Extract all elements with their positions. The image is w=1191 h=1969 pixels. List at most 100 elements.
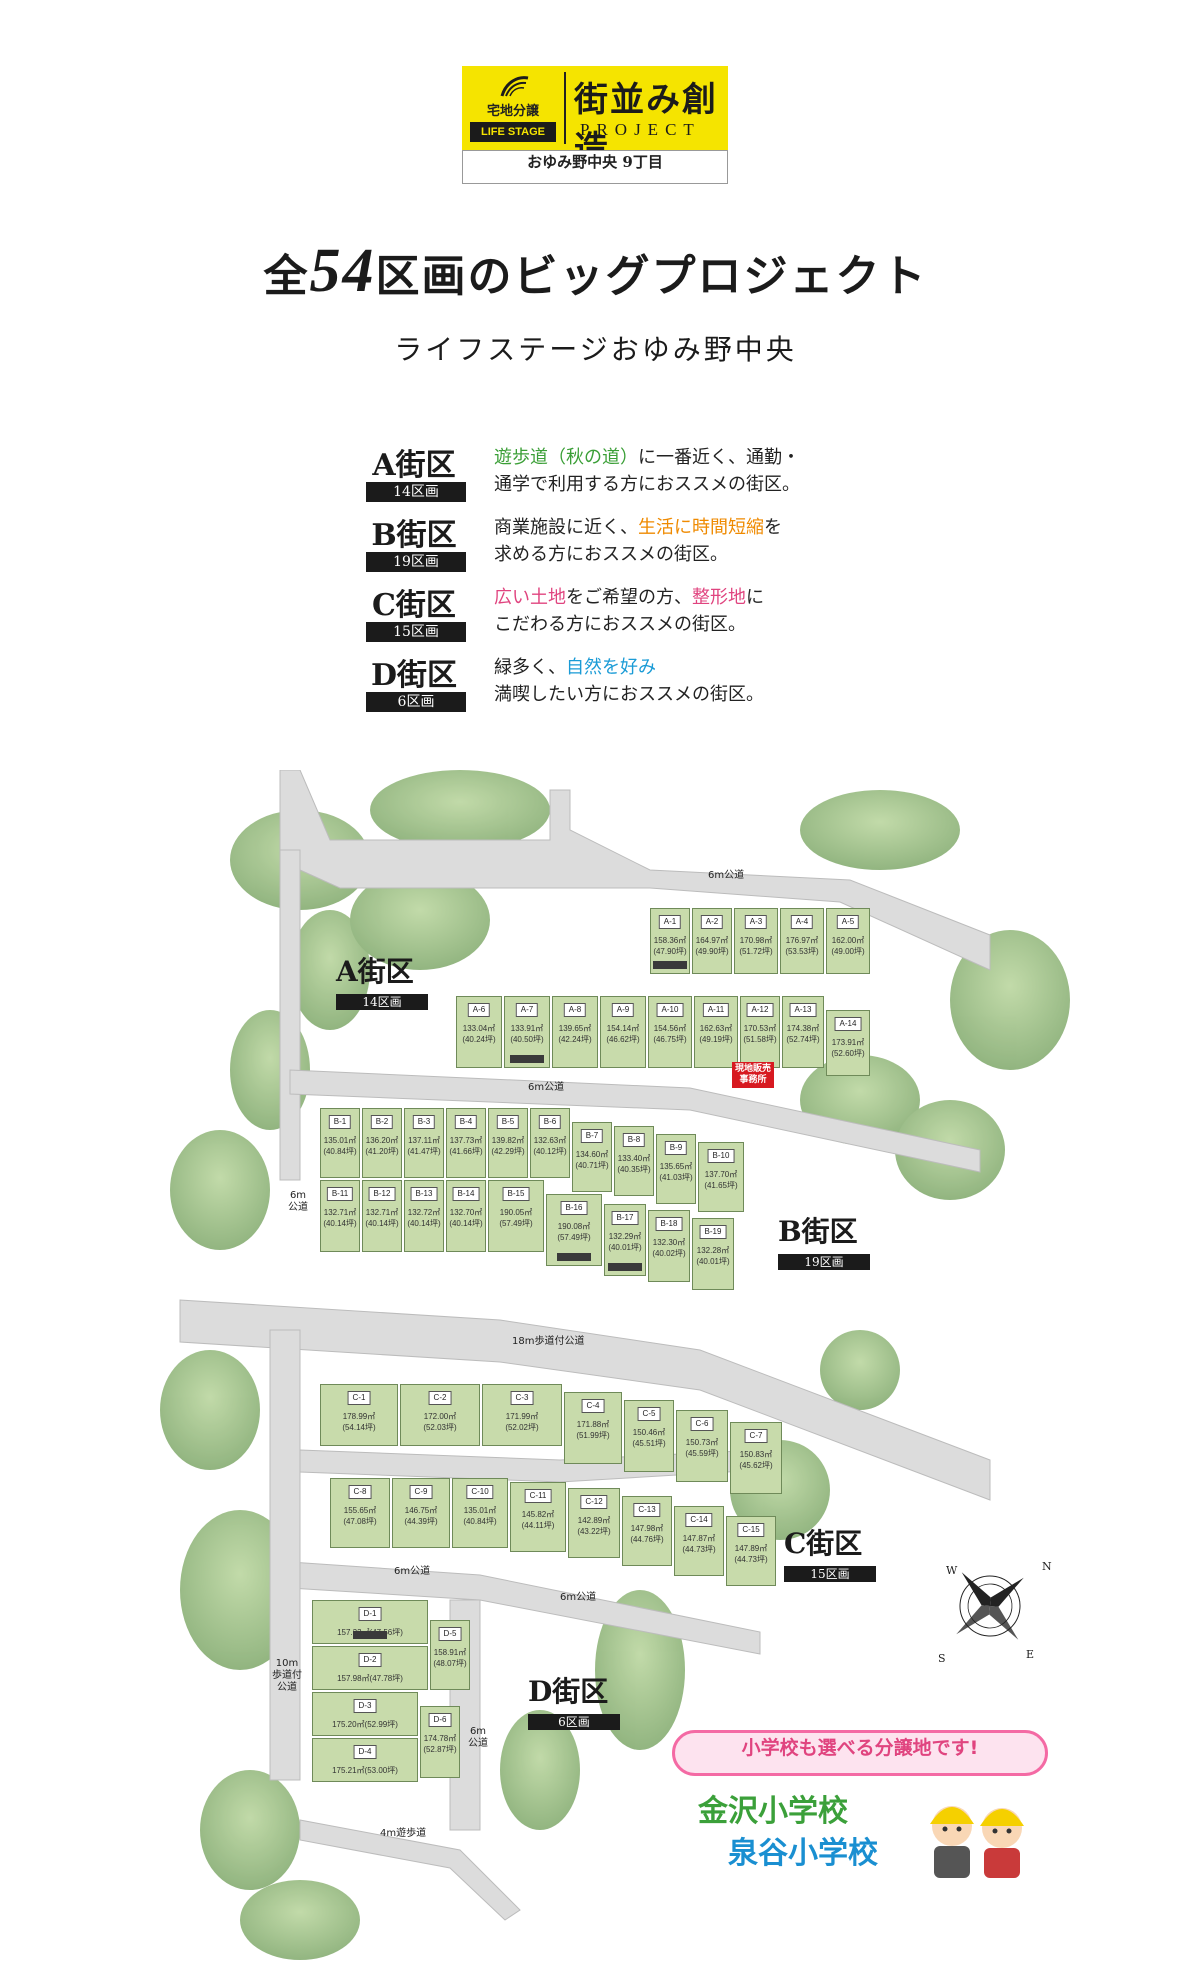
lot-area: 132.28㎡ xyxy=(696,1246,730,1255)
lot-area: 135.65㎡ xyxy=(659,1162,693,1171)
lot-tsubo: (42.24坪) xyxy=(558,1035,592,1044)
lot-area: 154.56㎡ xyxy=(653,1024,687,1033)
lot-id: C-4 xyxy=(581,1399,605,1413)
lot-tsubo: (41.65坪) xyxy=(704,1181,738,1190)
compass-e: E xyxy=(1026,1648,1035,1661)
swoosh-icon xyxy=(500,76,529,97)
lot-tsubo: (40.24坪) xyxy=(462,1035,496,1044)
lot-area: 190.08㎡ xyxy=(557,1222,591,1231)
lot-tsubo: (44.73坪) xyxy=(734,1555,768,1564)
lot-area: 132.72㎡ xyxy=(407,1208,441,1217)
lot-tsubo: (44.76坪) xyxy=(630,1535,664,1544)
lot-area: 162.63㎡ xyxy=(699,1024,733,1033)
lot-tsubo: (40.14坪) xyxy=(449,1219,483,1228)
desc-text: を xyxy=(764,517,782,538)
title-post: 区画のビッグプロジェクト xyxy=(375,251,928,302)
lot-tsubo: (40.35坪) xyxy=(617,1165,651,1174)
lot-tsubo: (45.51坪) xyxy=(632,1439,666,1448)
lot-id: C-6 xyxy=(690,1417,714,1431)
lot-tsubo: (46.62坪) xyxy=(606,1035,640,1044)
lot-area: 132.63㎡ xyxy=(533,1136,567,1145)
lot-tsubo: (42.29坪) xyxy=(491,1147,525,1156)
lot-d-1[interactable]: D-1157.23㎡(47.56坪) xyxy=(312,1600,428,1644)
lot-id: A-5 xyxy=(836,915,860,929)
district-name: B街区 xyxy=(371,518,457,553)
lot-area: 173.91㎡ xyxy=(831,1038,865,1047)
school-name-kanazawa: 金沢小学校 xyxy=(698,1794,848,1829)
lot-id: A-13 xyxy=(789,1003,817,1017)
lot-area: 134.60㎡ xyxy=(575,1150,609,1159)
lot-id: C-9 xyxy=(409,1485,433,1499)
desc-text: をご希望の方、 xyxy=(566,587,692,608)
lot-area: 176.97㎡ xyxy=(785,936,819,945)
lot-tsubo: (40.14坪) xyxy=(323,1219,357,1228)
lot-tsubo: (49.00坪) xyxy=(831,947,865,956)
sales-office-marker: 現地販売 事務所 xyxy=(732,1062,775,1088)
district-description: 遊歩道（秋の道）に一番近く、通勤・ 通学で利用する方におススメの街区。 xyxy=(494,444,800,498)
desc-highlight: 生活に時間短縮 xyxy=(638,517,764,538)
roads xyxy=(179,770,991,1921)
lot-tsubo: (54.14坪) xyxy=(342,1423,376,1432)
lot-id: C-13 xyxy=(633,1503,661,1517)
lot-id: A-8 xyxy=(563,1003,587,1017)
lot-area: 175.21㎡(53.00坪) xyxy=(332,1766,398,1775)
district-count-badge: 6区画 xyxy=(366,692,466,712)
map-district-badge: 6区画 xyxy=(528,1714,620,1730)
map-district-badge: 14区画 xyxy=(336,994,428,1010)
